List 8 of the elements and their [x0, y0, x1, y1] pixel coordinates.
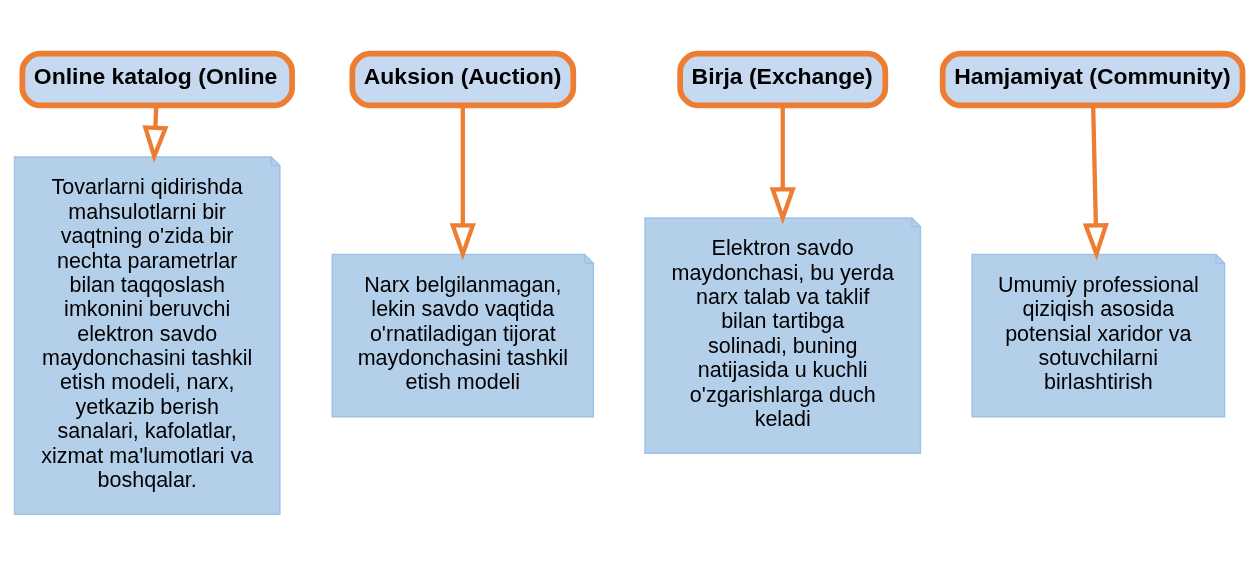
arrow: [769, 105, 796, 225]
node-box: Auksion (Auction): [349, 50, 577, 109]
node-box: Hamjamiyat (Community): [939, 50, 1246, 109]
arrow: [449, 105, 476, 261]
node-box: Birja (Exchange): [677, 50, 889, 109]
arrow: [142, 105, 169, 163]
arrow: [1082, 105, 1109, 261]
node-box: Online katalog (Online: [19, 50, 295, 109]
